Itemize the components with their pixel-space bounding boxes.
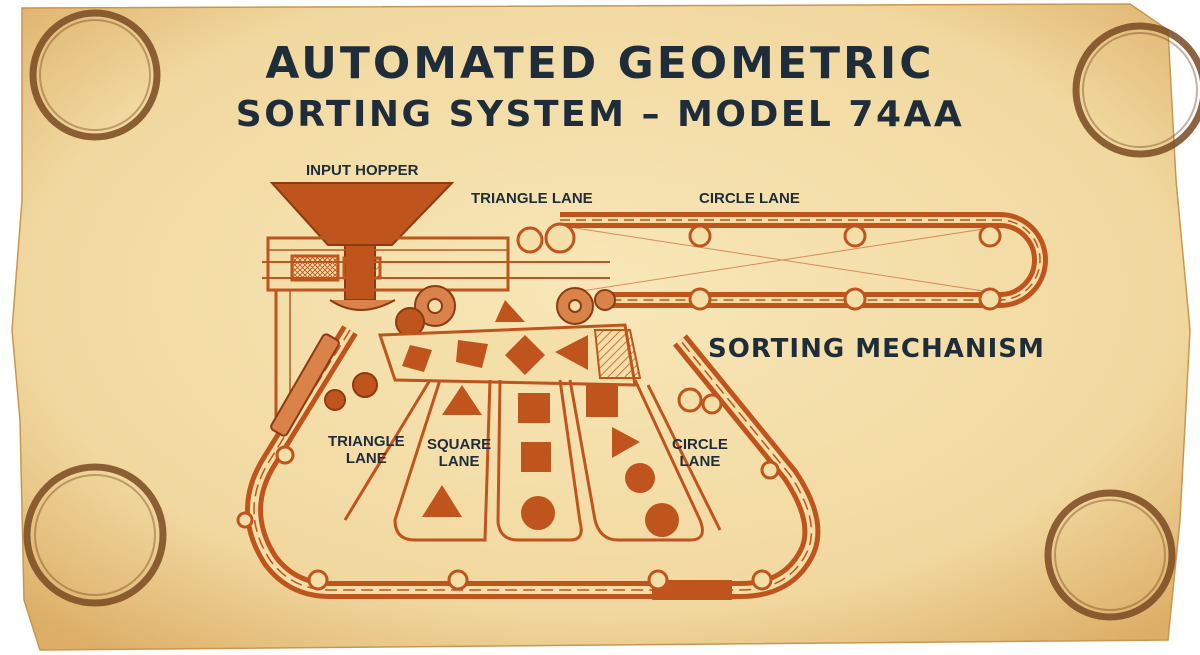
triangle-lane-shapes [422, 385, 482, 517]
circle-shape [645, 503, 679, 537]
gear-icon [352, 285, 616, 398]
label-triangle-lane: TRIANGLE LANE [328, 433, 405, 467]
circle-lane-shapes [586, 385, 679, 537]
triangle-shape [442, 385, 482, 415]
page-title: AUTOMATED GEOMETRIC [265, 38, 935, 89]
upper-conveyor-rollers [516, 222, 1002, 311]
feed-square-shape [402, 345, 432, 372]
circle-shape [521, 496, 555, 530]
feed-triangle-shape [555, 335, 588, 370]
coffee-stain-top-right [1072, 22, 1200, 158]
feed-diamond-shape [456, 340, 488, 368]
label-circle-lane: CIRCLE LANE [672, 436, 728, 470]
square-shape [518, 393, 550, 423]
label-triangle-lane-line1: TRIANGLE [328, 433, 405, 450]
label-square-lane-line2: LANE [438, 453, 480, 470]
coffee-stain-bottom-right [1044, 489, 1176, 621]
lower-conveyor-rollers [236, 387, 780, 591]
label-sorting-mechanism: SORTING MECHANISM [708, 334, 1045, 364]
label-circle-lane-line2: LANE [679, 453, 721, 470]
machine-frame [262, 236, 610, 420]
triangle-shape [422, 485, 462, 517]
label-input-hopper: INPUT HOPPER [306, 162, 419, 179]
feed-triangle-top-shape [495, 300, 525, 322]
label-circle-lane-top: CIRCLE LANE [699, 190, 800, 207]
linkage-arm [270, 333, 346, 437]
square-shape [521, 442, 551, 472]
feed-diamond-shape-2 [505, 335, 545, 375]
lower-conveyor [245, 325, 821, 600]
label-circle-lane-line1: CIRCLE [672, 436, 728, 453]
sorting-lanes [343, 379, 722, 542]
label-square-lane: SQUARE LANE [427, 436, 491, 470]
triangle-shape [612, 427, 640, 458]
upper-conveyor [560, 212, 1048, 308]
square-shape [586, 385, 618, 417]
square-lane-shapes [518, 393, 555, 530]
circle-shape [625, 463, 655, 493]
label-triangle-lane-line2: LANE [345, 450, 387, 467]
sorting-chute [377, 300, 642, 387]
label-triangle-lane-top: TRIANGLE LANE [471, 190, 593, 207]
page-subtitle: SORTING SYSTEM – MODEL 74AA [235, 94, 965, 135]
coffee-stain-top-left [29, 9, 161, 141]
label-square-lane-line1: SQUARE [427, 436, 492, 453]
coffee-stain-bottom-left [23, 463, 167, 607]
